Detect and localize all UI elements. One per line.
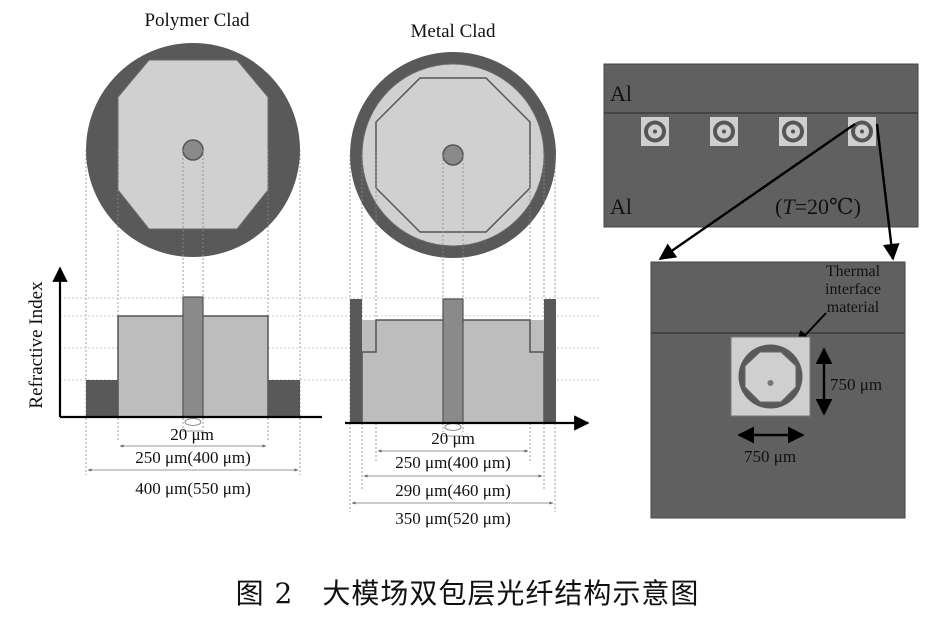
zoomed-fiber-core (767, 380, 774, 386)
zoom-arrow-right (875, 123, 900, 261)
metal-outer-index-left (350, 299, 362, 423)
polymer-core (182, 139, 204, 161)
temperature-label: (T=20℃) (775, 194, 861, 219)
fiber-4 (848, 117, 876, 146)
polymer-outer-index-right (268, 380, 300, 417)
polymer-projection-lines (85, 150, 301, 475)
metal-projection-lines (349, 155, 556, 512)
metal-clad-title: Metal Clad (411, 21, 496, 42)
polymer-clad-panel: Polymer Clad Refractive Index (26, 10, 325, 498)
metal-dim-250: 250 μm(400 μm) (395, 453, 511, 472)
fiber-3 (779, 117, 807, 146)
polymer-dim-20: 20 μm (170, 425, 214, 444)
polymer-core-index (182, 296, 204, 418)
heatsink-top-label: Al (610, 81, 632, 106)
width-dim-label: 750 μm (744, 447, 796, 466)
tim-label-line3: material (827, 299, 880, 316)
fiber-2 (710, 117, 738, 146)
fiber-array (641, 117, 876, 146)
polymer-core-marker (184, 418, 202, 426)
metal-dim-350: 350 μm(520 μm) (395, 509, 511, 528)
y-axis-label: Refractive Index (26, 281, 47, 409)
polymer-dim-250: 250 μm(400 μm) (135, 448, 251, 467)
metal-dim-290: 290 μm(460 μm) (395, 481, 511, 500)
zoom-arrow-left (658, 123, 856, 260)
tim-label-line2: interface (825, 281, 881, 298)
metal-core-index (442, 298, 464, 424)
polymer-clad-title: Polymer Clad (144, 10, 250, 31)
figure-caption: 图 2 大模场双包层光纤结构示意图 (235, 577, 700, 610)
metal-core (442, 144, 464, 166)
metal-clad-panel: Metal Clad 20 μm (325, 21, 600, 528)
tim-label-line1: Thermal (826, 263, 881, 280)
polymer-dim-400: 400 μm(550 μm) (135, 479, 251, 498)
fiber-1 (641, 117, 669, 146)
height-dim-label: 750 μm (830, 375, 882, 394)
metal-outer-index-right (544, 299, 556, 423)
zoomed-fiber-octagon (744, 351, 797, 403)
heatsink-panel: Al Al (T=20℃) (603, 63, 919, 519)
heatsink-bottom-label: Al (610, 194, 632, 219)
polymer-outer-index-left (86, 380, 118, 417)
metal-dim-20: 20 μm (431, 429, 475, 448)
